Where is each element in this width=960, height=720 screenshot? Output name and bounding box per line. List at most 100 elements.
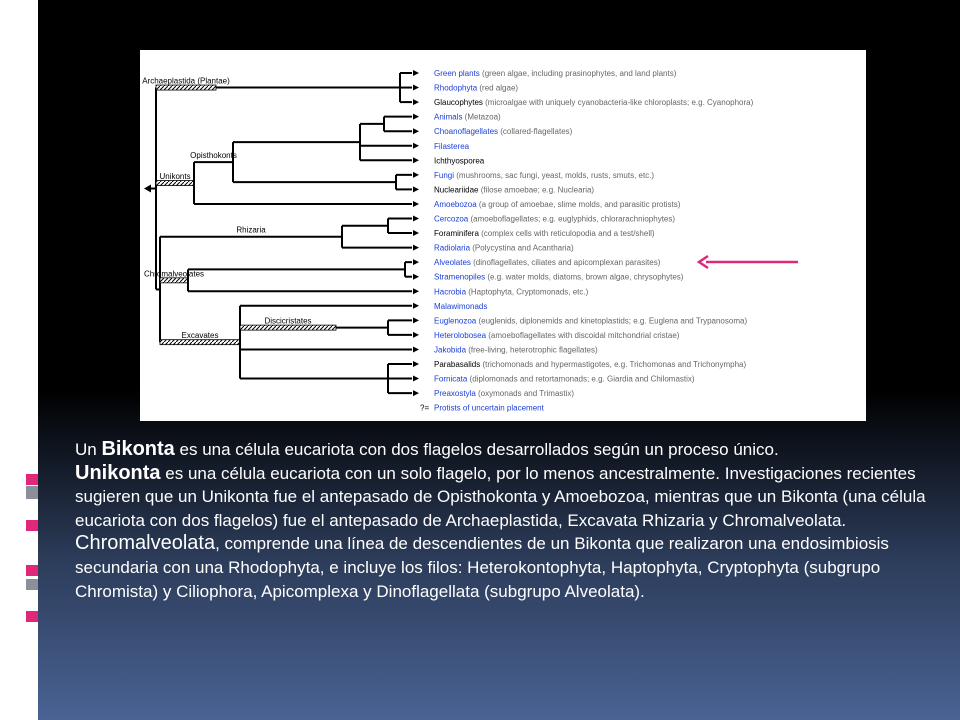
leaf-description: (red algae)	[477, 84, 518, 93]
leaf-name: Radiolaria	[434, 244, 471, 253]
tree-leaf-label[interactable]: Heterolobosea (amoeboflagellates with di…	[434, 331, 680, 340]
tree-leaf-label[interactable]: Rhodophyta (red algae)	[434, 84, 518, 93]
leaf-arrowhead	[413, 157, 419, 164]
leaf-arrowhead	[413, 142, 419, 149]
leaf-description: (Polycystina and Acantharia)	[470, 244, 574, 253]
tree-leaf-label: Parabasalids (trichomonads and hypermast…	[434, 360, 746, 369]
leaf-name: Choanoflagellates	[434, 127, 498, 136]
leaf-description: (mushrooms, sac fungi, yeast, molds, rus…	[454, 171, 654, 180]
leaf-name: Green plants	[434, 69, 480, 78]
leaf-arrowhead	[413, 84, 419, 91]
deco-square-2	[26, 486, 38, 499]
leaf-name: Amoebozoa	[434, 200, 477, 209]
tree-leaf-label[interactable]: Preaxostyla (oxymonads and Trimastix)	[434, 389, 574, 398]
root-arrowhead	[144, 184, 151, 193]
clade-label-excavates: Excavates	[182, 331, 219, 340]
leaf-name: Hacrobia	[434, 287, 467, 296]
tree-leaf-label[interactable]: Cercozoa (amoeboflagellates; e.g. euglyp…	[434, 215, 675, 224]
leaf-arrowhead	[413, 288, 419, 295]
clade-label-discicristates: Discicristates	[264, 317, 311, 326]
leaf-arrowhead	[413, 186, 419, 193]
leaf-description: (Haptophyta, Cryptomonads, etc.)	[466, 287, 589, 296]
deco-square-4	[26, 565, 38, 576]
tree-leaf-label[interactable]: Radiolaria (Polycystina and Acantharia)	[434, 244, 574, 253]
leaf-name: Foraminifera	[434, 229, 479, 238]
tree-leaf-label[interactable]: Green plants (green algae, including pra…	[434, 69, 677, 78]
caption-bikonta-lead: Un	[75, 440, 102, 459]
tree-leaf-label[interactable]: Stramenopiles (e.g. water molds, diatoms…	[434, 273, 684, 282]
leaf-name: Cercozoa	[434, 215, 469, 224]
tree-leaf-label[interactable]: Filasterea	[434, 142, 470, 151]
pointer-arrow	[696, 254, 798, 270]
leaf-name: Rhodophyta	[434, 84, 478, 93]
caption-chromalveolata: Chromalveolata, comprende una línea de d…	[75, 532, 945, 603]
leaf-description: (e.g. water molds, diatoms, brown algae,…	[485, 273, 684, 282]
leaf-arrowhead	[413, 230, 419, 237]
leaf-description: (Metazoa)	[462, 113, 501, 122]
leaf-name: Heterolobosea	[434, 331, 487, 340]
term-bikonta: Bikonta	[101, 438, 175, 460]
leaf-description: (dinoflagellates, ciliates and apicomple…	[471, 258, 661, 267]
leaf-description: (trichomonads and hypermastigotes, e.g. …	[480, 360, 746, 369]
leaf-description: (filose amoebae; e.g. Nuclearia)	[478, 185, 594, 194]
leaf-description: (a group of amoebae, slime molds, and pa…	[477, 200, 681, 209]
leaf-name: Nucleariidae	[434, 185, 479, 194]
leaf-arrowhead	[413, 70, 419, 76]
leaf-arrowhead	[413, 244, 419, 251]
tree-leaf-label[interactable]: Alveolates (dinoflagellates, ciliates an…	[434, 258, 661, 267]
tree-leaf-label[interactable]: Amoebozoa (a group of amoebae, slime mol…	[434, 200, 681, 209]
clade-label-opisthokonts: Opisthokonts	[190, 151, 237, 160]
leaf-name: Fungi	[434, 171, 454, 180]
leaf-arrowhead	[413, 331, 419, 338]
tree-leaf-label[interactable]: Hacrobia (Haptophyta, Cryptomonads, etc.…	[434, 287, 589, 296]
caption-unikonta: Unikonta es una célula eucariota con un …	[75, 462, 945, 533]
leaf-name: Malawimonads	[434, 302, 487, 311]
tree-branch-hatched	[239, 324, 337, 331]
leaf-arrowhead	[413, 317, 419, 324]
deco-square-3	[26, 520, 38, 531]
leaf-arrowhead	[413, 390, 419, 397]
leaf-name: Filasterea	[434, 142, 470, 151]
caption: Un Bikonta es una célula eucariota con d…	[75, 438, 945, 603]
tree-leaf-label: Ichthyosporea	[434, 156, 485, 165]
leaf-arrowhead	[413, 171, 419, 178]
tree-leaf-label[interactable]: Jakobida (free-living, heterotrophic fla…	[434, 345, 598, 354]
tree-leaf-label[interactable]: Fungi (mushrooms, sac fungi, yeast, mold…	[434, 171, 654, 180]
leaf-name: Jakobida	[434, 345, 467, 354]
leaf-arrowhead	[413, 302, 419, 309]
leaf-name: Alveolates	[434, 258, 471, 267]
clade-label-archaeplastida: Archaeplastida (Plantae)	[142, 77, 230, 86]
clade-label-chromalveolates: Chromalveolates	[144, 269, 204, 278]
leaf-name: Stramenopiles	[434, 273, 485, 282]
leaf-arrowhead	[413, 113, 419, 120]
tree-branch-hatched	[155, 84, 217, 91]
leaf-arrowhead	[413, 361, 419, 367]
deco-square-5	[26, 579, 38, 590]
leaf-arrowhead	[413, 346, 419, 353]
leaf-name: Glaucophytes	[434, 98, 483, 107]
leaf-arrowhead	[413, 215, 419, 222]
tree-leaf-label[interactable]: Fornicata (diplomonads and retortamonads…	[434, 375, 695, 384]
tree-leaf-label[interactable]: Animals (Metazoa)	[434, 113, 501, 122]
leaf-arrowhead	[413, 259, 419, 266]
tree-leaf-label[interactable]: Euglenozoa (euglenids, diplonemids and k…	[434, 316, 747, 325]
tree-leaf-label[interactable]: Choanoflagellates (collared-flagellates)	[434, 127, 573, 136]
tree-branch-hatched	[159, 339, 241, 346]
leaf-description: (oxymonads and Trimastix)	[476, 389, 575, 398]
leaf-description: (euglenids, diplonemids and kinetoplasti…	[476, 316, 747, 325]
tree-leaf-label[interactable]: Protists of uncertain placement	[434, 404, 545, 413]
leaf-arrowhead	[413, 375, 419, 382]
caption-bikonta-rest: es una célula eucariota con dos flagelos…	[174, 440, 779, 459]
tree-branch-hatched	[159, 277, 189, 284]
leaf-description: (collared-flagellates)	[498, 127, 573, 136]
clade-label-unikonts: Unikonts	[159, 172, 190, 181]
tree-leaf-label: Foraminifera (complex cells with reticul…	[434, 229, 655, 238]
leaf-name: Fornicata	[434, 375, 468, 384]
caption-chromalveolata-rest: , comprende una línea de descendientes d…	[75, 534, 889, 601]
deco-square-6	[26, 611, 38, 622]
leaf-description: (amoeboflagellates with discoidal mitcho…	[486, 331, 680, 340]
leaf-description: (diplomonads and retortamonads; e.g. Gia…	[467, 375, 695, 384]
leaf-arrowhead	[413, 273, 419, 280]
phylogenetic-tree: Green plants (green algae, including pra…	[142, 69, 753, 413]
tree-leaf-label[interactable]: Malawimonads	[434, 302, 487, 311]
